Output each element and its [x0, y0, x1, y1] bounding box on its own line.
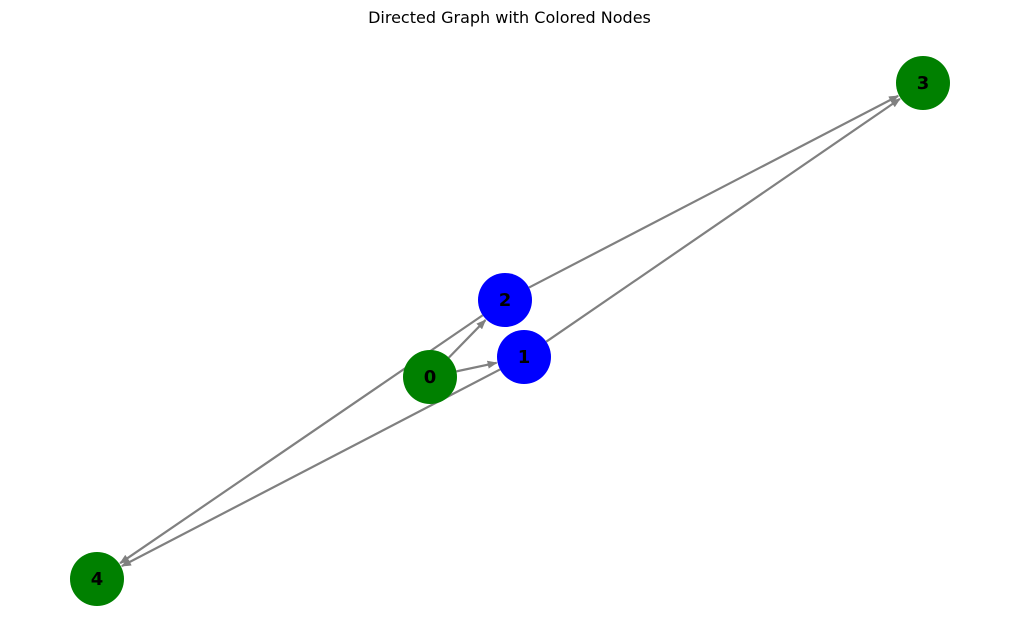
- node-1-circle: [497, 330, 551, 384]
- node-2: 2: [478, 273, 532, 327]
- node-3-label: 3: [917, 73, 930, 94]
- node-4: 4: [70, 552, 124, 606]
- node-3-circle: [896, 56, 950, 110]
- edge-0-to-1: [456, 360, 498, 373]
- node-4-circle: [70, 552, 124, 606]
- node-2-circle: [478, 273, 532, 327]
- nodes-layer: 0 1 2 3 4: [70, 56, 950, 606]
- edge-1-to-3: [545, 97, 901, 343]
- chart-title: Directed Graph with Colored Nodes: [368, 8, 651, 27]
- edges-layer: [119, 94, 901, 568]
- node-3: 3: [896, 56, 950, 110]
- edge-2-to-3: [528, 94, 900, 289]
- edge-0-to-2: [448, 319, 487, 359]
- node-1: 1: [497, 330, 551, 384]
- node-4-label: 4: [91, 569, 104, 590]
- node-1-label: 1: [518, 347, 531, 368]
- node-2-label: 2: [499, 290, 512, 311]
- node-0-label: 0: [424, 367, 437, 388]
- node-0-circle: [403, 350, 457, 404]
- node-0: 0: [403, 350, 457, 404]
